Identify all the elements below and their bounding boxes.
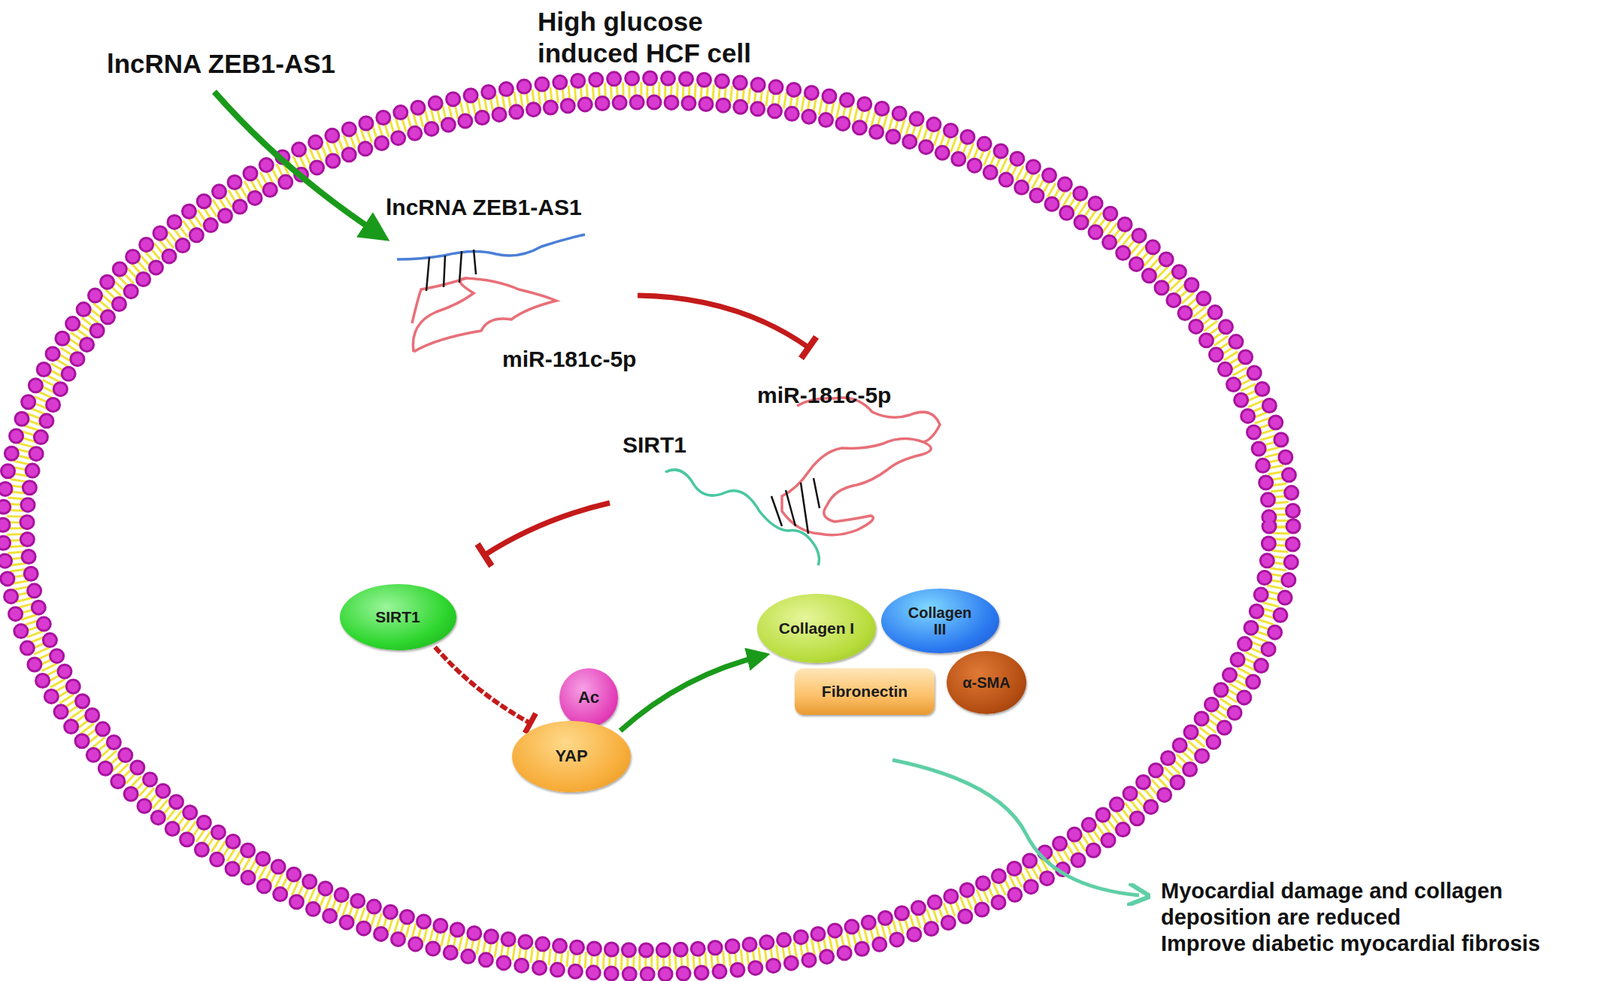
text-label: miR-181c-5p (757, 381, 891, 410)
text-label: lncRNA ZEB1-AS1 (106, 48, 336, 80)
node-text: SIRT1 (375, 608, 421, 626)
node-text: YAP (554, 747, 588, 766)
text-label: miR-181c-5p (502, 345, 637, 373)
inhibition-line (637, 295, 809, 348)
inhibition-connector (435, 647, 531, 724)
text-label: Improve diabetic myocardial fibrosis (1160, 930, 1596, 958)
text-label: High glucose induced HCF cell (537, 6, 786, 70)
rounded-box: Fibronectin (794, 668, 935, 716)
ellipse-node: YAP (512, 721, 631, 793)
node-text: Fibronectin (821, 682, 908, 700)
inhibition-line (484, 503, 610, 555)
node-text: Ac (578, 688, 600, 707)
node-text: Collagen III (902, 604, 978, 638)
text-label: lncRNA ZEB1-AS1 (385, 193, 582, 222)
ellipse-node: Ac (559, 668, 619, 728)
activation-arrow (620, 654, 766, 731)
text-label: Myocardial damage and collagen depositio… (1160, 878, 1596, 931)
node-text: α-SMA (962, 674, 1010, 691)
text-label: SIRT1 (622, 431, 687, 459)
ellipse-node: Collagen III (881, 588, 1000, 654)
cell-membrane (3, 78, 1294, 975)
node-text: Collagen I (778, 619, 855, 637)
outcome-arrow (892, 760, 1140, 896)
rna-duplex (396, 234, 585, 352)
ellipse-node: SIRT1 (339, 584, 457, 651)
mrna-duplex (665, 397, 940, 566)
entry-arrow (214, 91, 380, 235)
ellipse-node: Collagen I (757, 593, 876, 664)
ellipse-node: α-SMA (946, 651, 1027, 715)
